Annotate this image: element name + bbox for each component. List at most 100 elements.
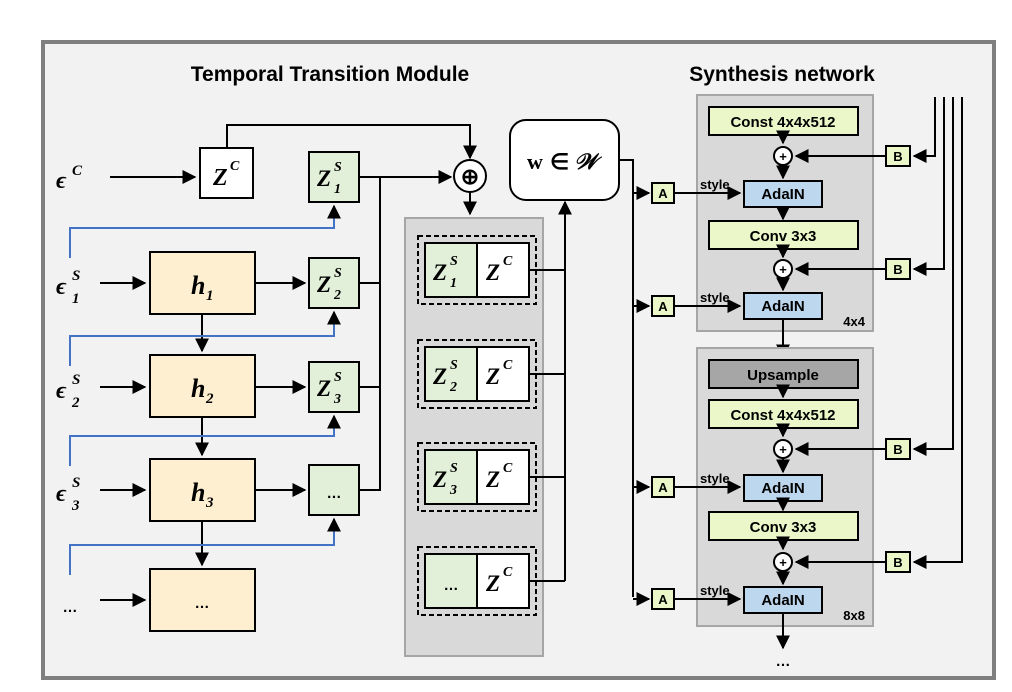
resolution-8x8: 8x8 bbox=[843, 608, 865, 623]
b-box-3: B bbox=[885, 438, 911, 460]
svg-text:C: C bbox=[503, 358, 513, 373]
svg-text:ϵ: ϵ bbox=[56, 274, 67, 300]
svg-text:A: A bbox=[658, 480, 668, 495]
svg-text:3: 3 bbox=[333, 392, 341, 407]
conv-box-1: Conv 3x3 bbox=[708, 220, 859, 250]
svg-text:Z: Z bbox=[485, 364, 500, 389]
svg-text:Z: Z bbox=[432, 364, 447, 389]
plus-node-2: + bbox=[773, 259, 793, 279]
svg-text:1: 1 bbox=[206, 288, 214, 304]
adain-box-2: AdaIN bbox=[743, 292, 823, 320]
svg-text:ϵ: ϵ bbox=[56, 481, 67, 507]
svg-text:AdaIN: AdaIN bbox=[761, 480, 804, 497]
resolution-4x4: 4x4 bbox=[843, 314, 865, 329]
svg-text:∈: ∈ bbox=[550, 149, 569, 174]
epsilon-s2-input: ϵ S 2 bbox=[56, 372, 80, 411]
style-label-4: style bbox=[700, 583, 730, 598]
concat-pair-ellipsis: … Z C bbox=[417, 546, 537, 616]
adain-box-4: AdaIN bbox=[743, 586, 823, 614]
svg-text:2: 2 bbox=[205, 391, 214, 407]
a-box-2: A bbox=[651, 295, 675, 317]
svg-text:AdaIN: AdaIN bbox=[761, 592, 804, 609]
svg-text:Z: Z bbox=[316, 272, 331, 297]
svg-text:1: 1 bbox=[72, 291, 80, 307]
svg-text:3: 3 bbox=[449, 483, 457, 498]
zs1-box: Z S 1 bbox=[308, 151, 360, 203]
svg-text:B: B bbox=[893, 555, 902, 570]
svg-text:AdaIN: AdaIN bbox=[761, 298, 804, 315]
svg-text:Conv 3x3: Conv 3x3 bbox=[750, 228, 817, 245]
b-box-1: B bbox=[885, 145, 911, 167]
svg-text:A: A bbox=[658, 592, 668, 607]
h3-box: h 3 bbox=[149, 458, 256, 522]
style-label-3: style bbox=[700, 471, 730, 486]
zc-box: Z C bbox=[199, 147, 254, 199]
svg-text:C: C bbox=[503, 565, 513, 580]
style-label-1: style bbox=[700, 177, 730, 192]
epsilon-ellipsis: … bbox=[63, 599, 78, 616]
svg-text:h: h bbox=[191, 374, 205, 403]
zs2-box: Z S 2 bbox=[308, 257, 360, 309]
svg-text:Z: Z bbox=[212, 165, 228, 191]
svg-text:Z: Z bbox=[316, 166, 331, 191]
b-box-2: B bbox=[885, 258, 911, 280]
svg-text:Z: Z bbox=[485, 467, 500, 492]
style-label-2: style bbox=[700, 290, 730, 305]
svg-text:1: 1 bbox=[334, 182, 341, 197]
svg-text:…: … bbox=[444, 577, 459, 594]
svg-text:B: B bbox=[893, 149, 902, 164]
svg-text:A: A bbox=[658, 299, 668, 314]
svg-text:+: + bbox=[779, 555, 787, 570]
svg-text:S: S bbox=[72, 268, 80, 284]
epsilon-s3-input: ϵ S 3 bbox=[56, 475, 80, 514]
concat-pair-3: Z S 3 Z C bbox=[417, 442, 537, 512]
h1-box: h 1 bbox=[149, 251, 256, 315]
synthesis-ellipsis: … bbox=[776, 653, 791, 670]
b-box-4: B bbox=[885, 551, 911, 573]
svg-text:B: B bbox=[893, 442, 902, 457]
svg-text:S: S bbox=[334, 266, 342, 281]
svg-text:…: … bbox=[327, 485, 342, 502]
adain-box-1: AdaIN bbox=[743, 180, 823, 208]
svg-text:Z: Z bbox=[485, 571, 500, 596]
svg-text:1: 1 bbox=[450, 276, 457, 291]
svg-text:B: B bbox=[893, 262, 902, 277]
a-box-4: A bbox=[651, 588, 675, 610]
svg-text:⊕: ⊕ bbox=[461, 164, 479, 189]
a-box-3: A bbox=[651, 476, 675, 498]
svg-text:S: S bbox=[72, 372, 80, 388]
svg-text:…: … bbox=[195, 595, 210, 612]
epsilon-c-input: ϵ C bbox=[56, 163, 83, 194]
temporal-module-title: Temporal Transition Module bbox=[191, 63, 469, 86]
const-box-2: Const 4x4x512 bbox=[708, 399, 859, 429]
upsample-box: Upsample bbox=[708, 359, 859, 389]
svg-text:C: C bbox=[72, 163, 83, 179]
concat-pair-1: Z S 1 Z C bbox=[417, 235, 537, 305]
oplus-sum: ⊕ bbox=[453, 159, 487, 193]
zs3-box: Z S 3 bbox=[308, 361, 360, 413]
w-space-box: w ∈ 𝒲 bbox=[509, 119, 620, 201]
svg-text:S: S bbox=[450, 461, 458, 476]
svg-text:AdaIN: AdaIN bbox=[761, 186, 804, 203]
svg-text:2: 2 bbox=[449, 380, 457, 395]
svg-text:+: + bbox=[779, 442, 787, 457]
svg-text:Z: Z bbox=[432, 260, 447, 285]
zs-ellipsis-box: … bbox=[308, 464, 360, 516]
svg-text:h: h bbox=[191, 271, 205, 300]
svg-text:ϵ: ϵ bbox=[56, 378, 67, 404]
svg-text:+: + bbox=[779, 262, 787, 277]
svg-text:ϵ: ϵ bbox=[56, 168, 67, 194]
h2-box: h 2 bbox=[149, 354, 256, 418]
adain-box-3: AdaIN bbox=[743, 474, 823, 502]
svg-text:h: h bbox=[191, 478, 205, 507]
svg-text:2: 2 bbox=[333, 288, 341, 303]
svg-text:2: 2 bbox=[71, 395, 80, 411]
plus-node-4: + bbox=[773, 552, 793, 572]
plus-node-3: + bbox=[773, 439, 793, 459]
concat-pair-2: Z S 2 Z C bbox=[417, 339, 537, 409]
svg-text:Conv 3x3: Conv 3x3 bbox=[750, 519, 817, 536]
h-ellipsis-box: … bbox=[149, 568, 256, 632]
svg-text:S: S bbox=[334, 160, 342, 175]
svg-text:3: 3 bbox=[205, 495, 214, 511]
